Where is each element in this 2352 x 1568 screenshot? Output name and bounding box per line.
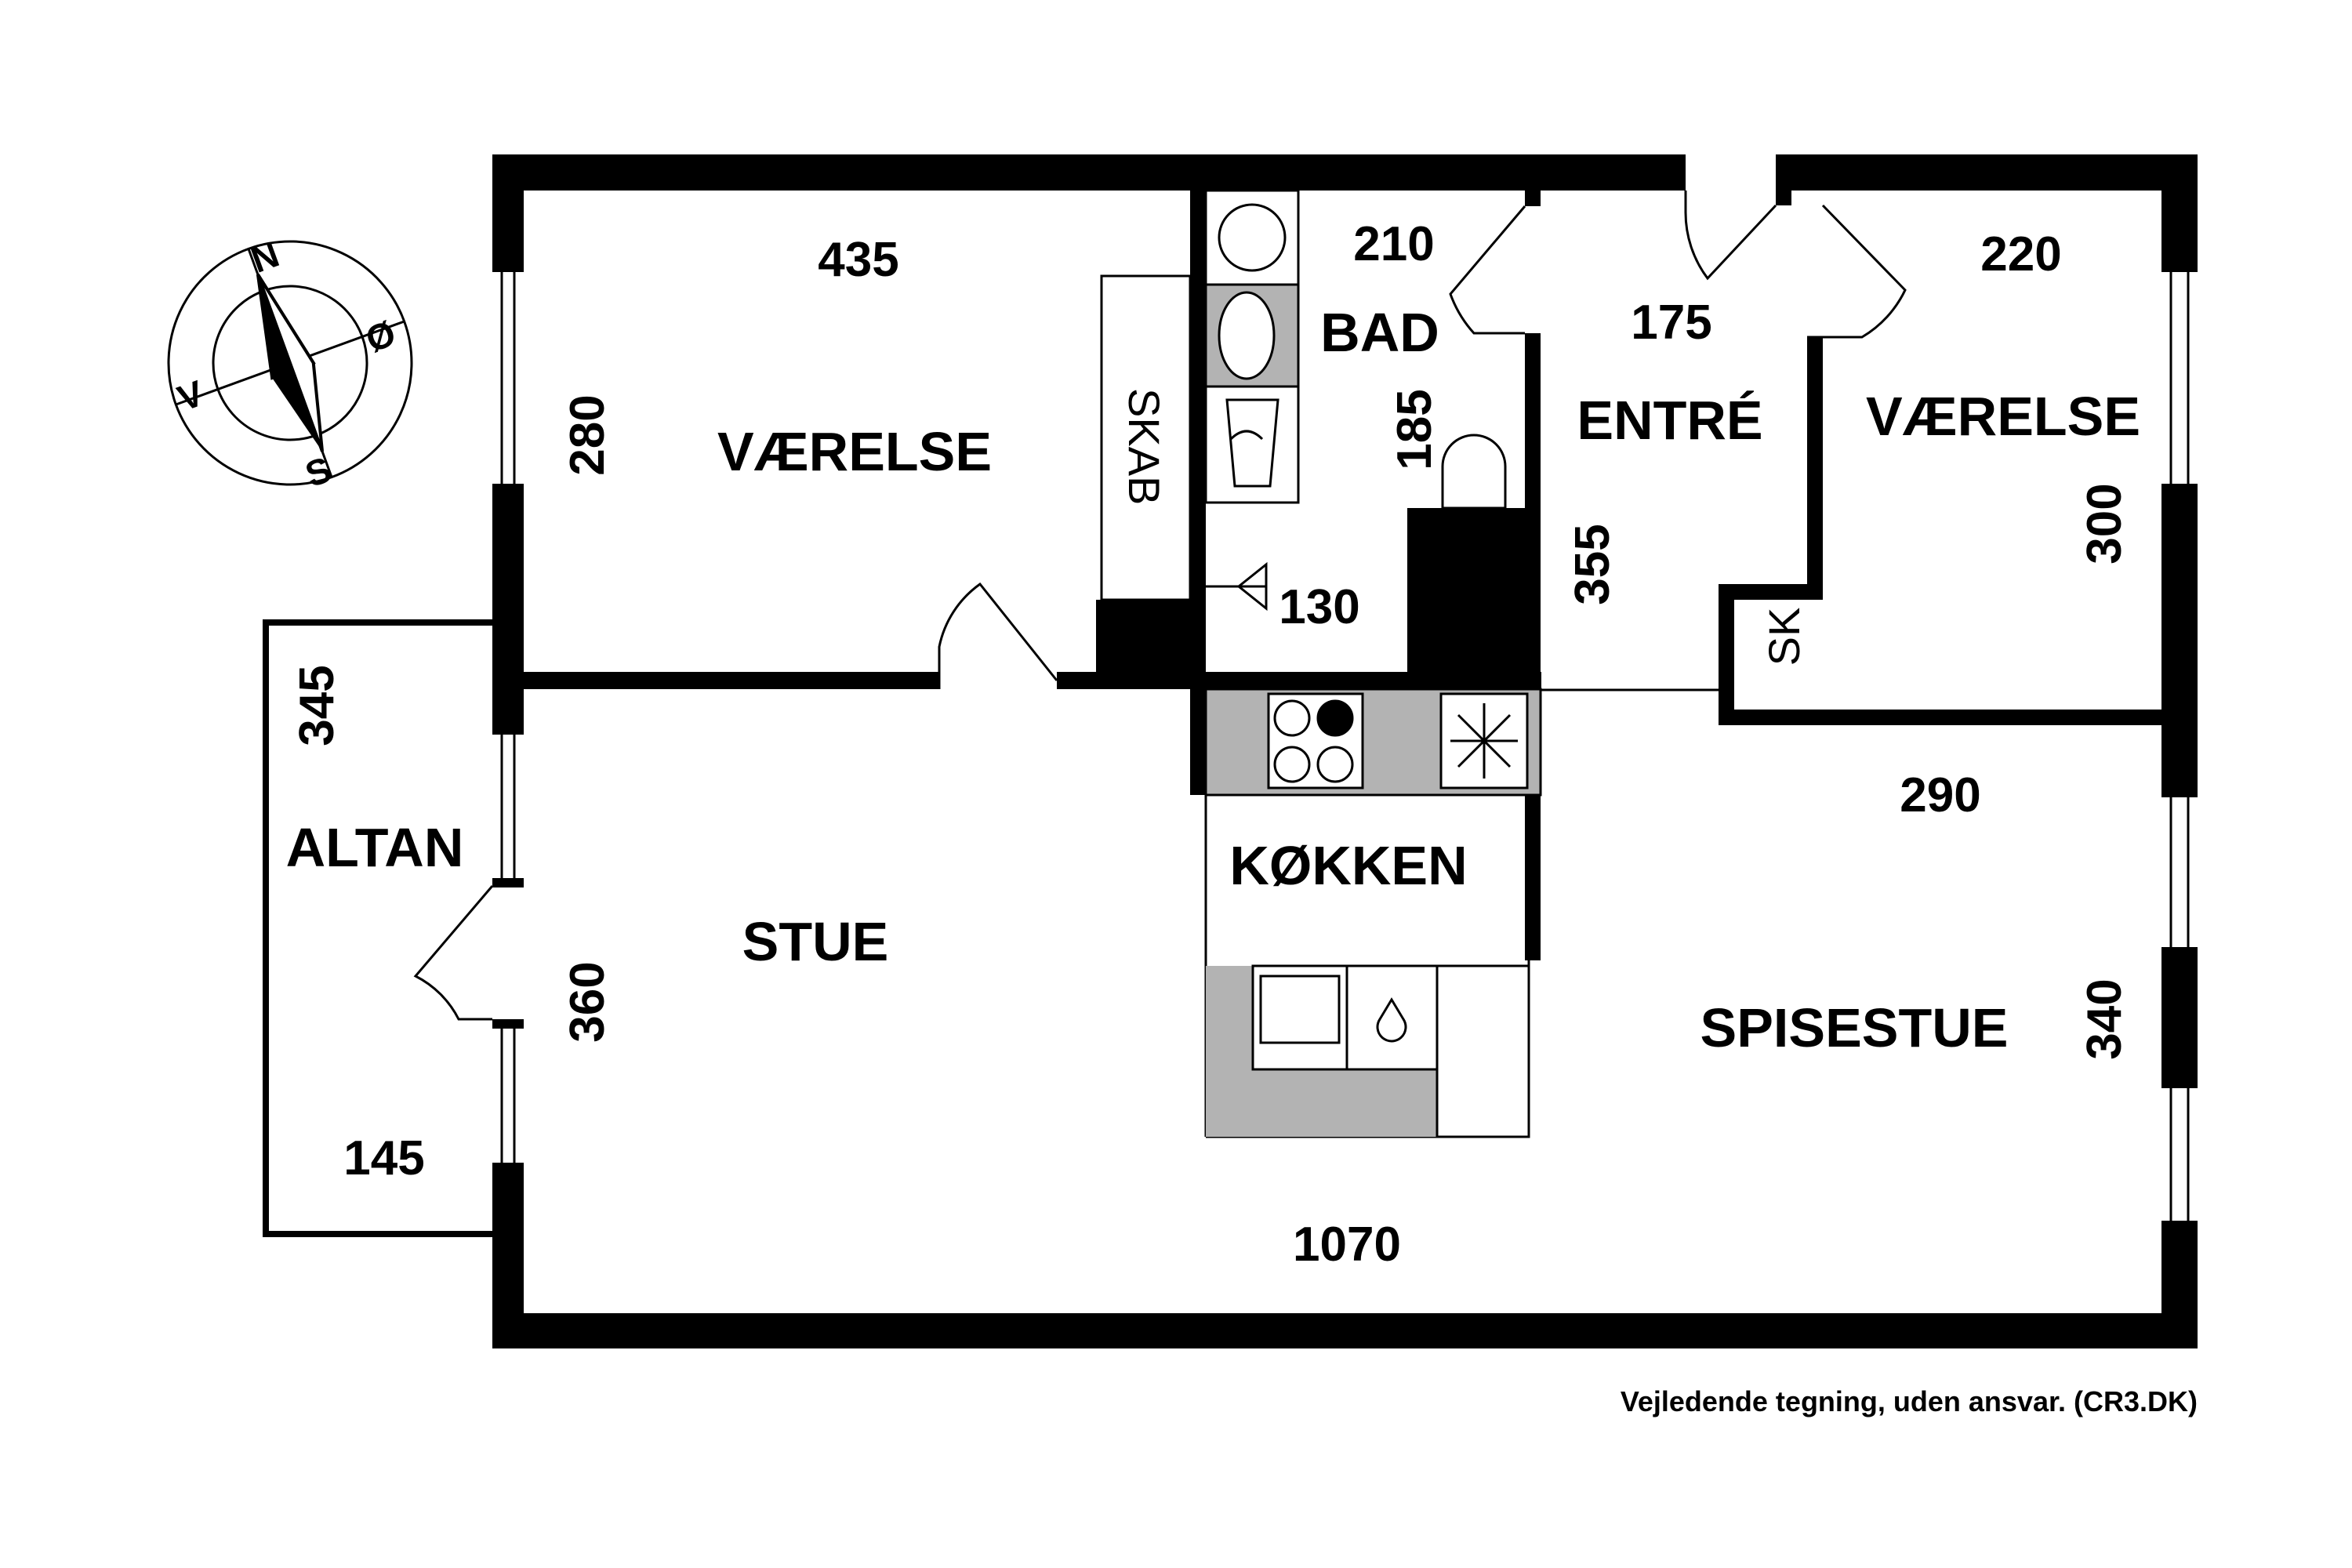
door-altan-icon <box>413 885 494 1021</box>
dim-bad-depth: 185 <box>1388 389 1442 470</box>
dim-altan-width: 145 <box>343 1131 424 1185</box>
door-front-left-icon <box>1684 191 1777 281</box>
dim-stue-depth: 360 <box>561 961 615 1042</box>
room-label-entre: ENTRÉ <box>1577 390 1762 451</box>
bathtub-icon <box>1225 398 1279 488</box>
disclaimer-caption: Vejledende tegning, uden ansvar. (CR3.DK… <box>1621 1385 2198 1417</box>
room-label-bad: BAD <box>1320 302 1439 363</box>
room-label-altan: ALTAN <box>286 817 464 878</box>
dim-vaerelse-right-depth: 300 <box>2078 483 2132 564</box>
dim-bad-small: 130 <box>1279 580 1359 634</box>
toilet-icon <box>1441 434 1507 510</box>
door-bad-icon <box>1449 205 1526 335</box>
dim-vaerelse-left-width: 435 <box>818 233 898 287</box>
sink-icon <box>1218 291 1276 380</box>
room-label-vaerelse-left: VÆRELSE <box>717 421 992 482</box>
skab-closet <box>1100 274 1192 601</box>
dim-total-width: 1070 <box>1293 1218 1401 1272</box>
windows <box>500 272 2190 1221</box>
room-label-vaerelse-right: VÆRELSE <box>1866 386 2140 447</box>
dim-vaerelse-left-depth: 280 <box>561 394 615 475</box>
dim-entre-width: 175 <box>1631 296 1711 350</box>
room-label-koekken: KØKKEN <box>1229 835 1467 896</box>
dim-altan-depth: 345 <box>290 665 344 746</box>
doors <box>413 191 1907 1021</box>
dim-vaerelse-right-width: 220 <box>1980 227 2061 281</box>
compass-south-label: S <box>300 448 337 495</box>
kitchen-fixtures <box>1204 688 1542 1138</box>
room-label-spisestue: SPISESTUE <box>1700 997 2009 1058</box>
bathroom-fixtures <box>1204 189 1507 612</box>
dim-spisestue-depth: 340 <box>2078 978 2132 1059</box>
dim-bad-width: 210 <box>1353 217 1434 271</box>
skab-label: SKAB <box>1120 388 1169 505</box>
door-vaerelse-stue-icon <box>938 582 1058 689</box>
walls <box>263 154 2198 1348</box>
door-vaerelse-right-icon <box>1807 204 1907 339</box>
dim-spisestue-width: 290 <box>1900 768 1980 822</box>
compass-rose <box>167 240 413 486</box>
shower-icon <box>1206 561 1268 612</box>
dishwasher-icon <box>1376 997 1407 1043</box>
kitchen-sink-icon <box>1259 975 1341 1044</box>
room-label-stue: STUE <box>742 911 889 972</box>
dim-entre-depth: 355 <box>1566 524 1620 604</box>
compass-north-label: N <box>246 234 285 281</box>
sk-label: SK <box>1759 608 1809 666</box>
